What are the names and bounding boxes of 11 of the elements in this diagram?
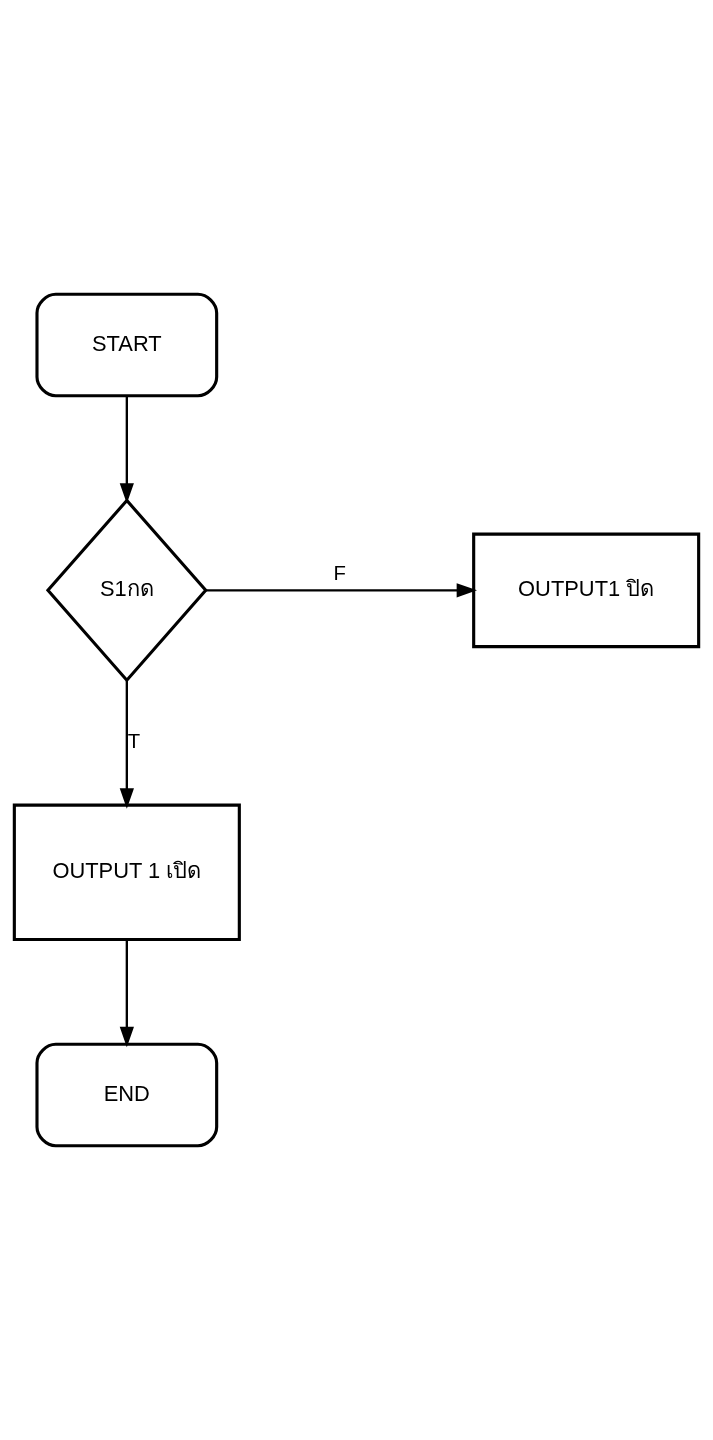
node-box: OUTPUT 1 เปิด	[12, 803, 241, 942]
edge-label: F	[333, 562, 346, 585]
edge-label: T	[127, 729, 141, 752]
arrow	[119, 396, 134, 504]
arrow	[119, 680, 134, 809]
node-box: START	[35, 292, 219, 398]
node-box: OUTPUT1 ปิด	[472, 532, 701, 649]
node-diamond: S1กด	[45, 498, 208, 683]
arrow	[119, 939, 134, 1048]
arrow	[205, 583, 477, 598]
node-box: END	[35, 1042, 219, 1148]
